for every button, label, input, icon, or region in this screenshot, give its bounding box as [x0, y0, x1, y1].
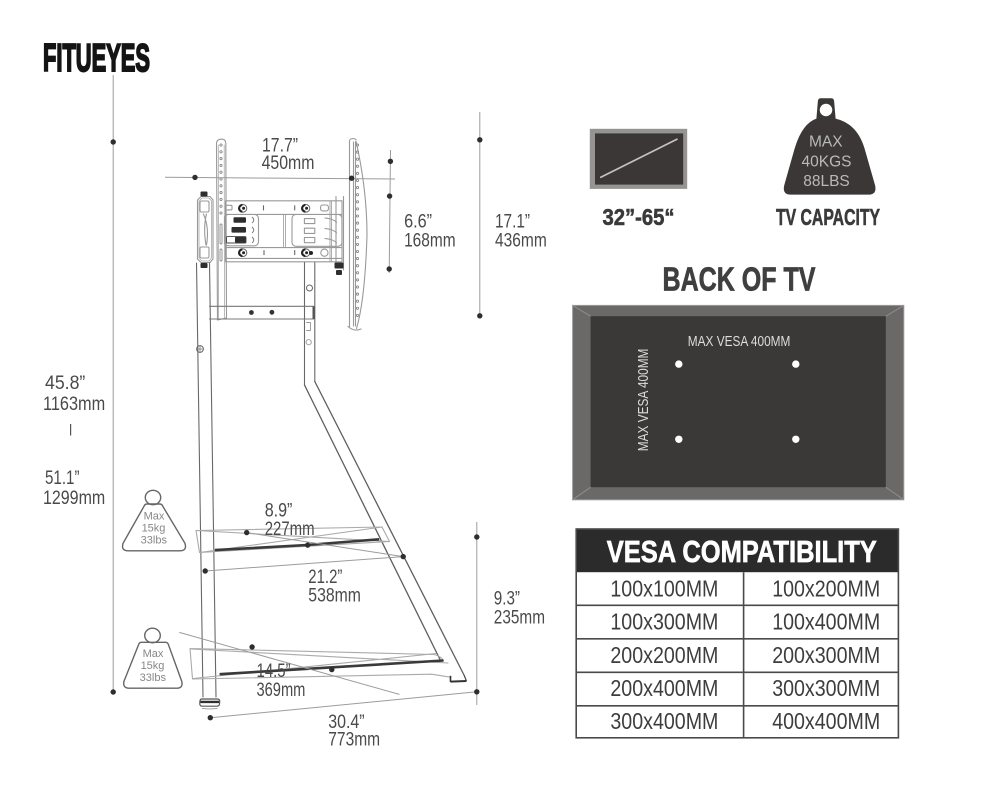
svg-text:9.3”: 9.3” — [494, 589, 520, 610]
svg-text:51.1”: 51.1” — [45, 468, 80, 489]
svg-text:538mm: 538mm — [308, 586, 361, 607]
svg-text:6.6”: 6.6” — [404, 212, 432, 233]
svg-text:88LBS: 88LBS — [803, 173, 850, 190]
svg-text:BACK OF TV: BACK OF TV — [663, 261, 816, 298]
svg-text:100x100MM: 100x100MM — [610, 575, 718, 601]
svg-text:Max: Max — [144, 511, 165, 523]
svg-text:300x400MM: 300x400MM — [610, 708, 718, 734]
svg-text:MAX VESA 400MM: MAX VESA 400MM — [636, 349, 652, 452]
svg-text:450mm: 450mm — [262, 153, 315, 174]
svg-text:17.7”: 17.7” — [262, 136, 298, 157]
svg-text:15kg: 15kg — [142, 523, 166, 535]
svg-text:369mm: 369mm — [257, 680, 306, 701]
svg-text:436mm: 436mm — [495, 231, 547, 252]
svg-text:30.4”: 30.4” — [328, 712, 364, 733]
svg-text:33lbs: 33lbs — [141, 535, 168, 547]
svg-text:200x300MM: 200x300MM — [772, 642, 880, 668]
svg-text:773mm: 773mm — [328, 730, 380, 751]
svg-text:100x300MM: 100x300MM — [610, 609, 718, 635]
svg-text:168mm: 168mm — [404, 231, 456, 252]
svg-text:235mm: 235mm — [494, 608, 545, 629]
svg-text:32”-65“: 32”-65“ — [603, 204, 675, 230]
svg-text:Max: Max — [143, 648, 164, 660]
svg-text:TV CAPACITY: TV CAPACITY — [776, 204, 880, 230]
svg-text:100x400MM: 100x400MM — [772, 609, 880, 635]
svg-text:8.9”: 8.9” — [265, 501, 293, 522]
svg-text:FITUEYES: FITUEYES — [43, 37, 150, 80]
svg-text:MAX: MAX — [809, 134, 843, 151]
svg-text:300x300MM: 300x300MM — [772, 675, 880, 701]
svg-text:VESA COMPATIBILITY: VESA COMPATIBILITY — [607, 534, 877, 569]
svg-text:14.5”: 14.5” — [257, 661, 291, 682]
svg-text:MAX VESA 400MM: MAX VESA 400MM — [688, 334, 791, 350]
svg-text:40KGS: 40KGS — [802, 153, 852, 170]
svg-text:17.1”: 17.1” — [495, 212, 530, 233]
svg-text:45.8”: 45.8” — [45, 373, 85, 394]
svg-text:200x200MM: 200x200MM — [610, 642, 718, 668]
svg-text:33lbs: 33lbs — [140, 672, 167, 684]
svg-text:15kg: 15kg — [141, 660, 165, 672]
svg-text:1163mm: 1163mm — [43, 394, 105, 415]
svg-text:227mm: 227mm — [265, 519, 315, 540]
svg-text:200x400MM: 200x400MM — [610, 675, 718, 701]
svg-text:400x400MM: 400x400MM — [772, 708, 880, 734]
svg-text:100x200MM: 100x200MM — [772, 575, 880, 601]
svg-text:21.2”: 21.2” — [308, 567, 342, 588]
svg-text:1299mm: 1299mm — [43, 488, 105, 509]
